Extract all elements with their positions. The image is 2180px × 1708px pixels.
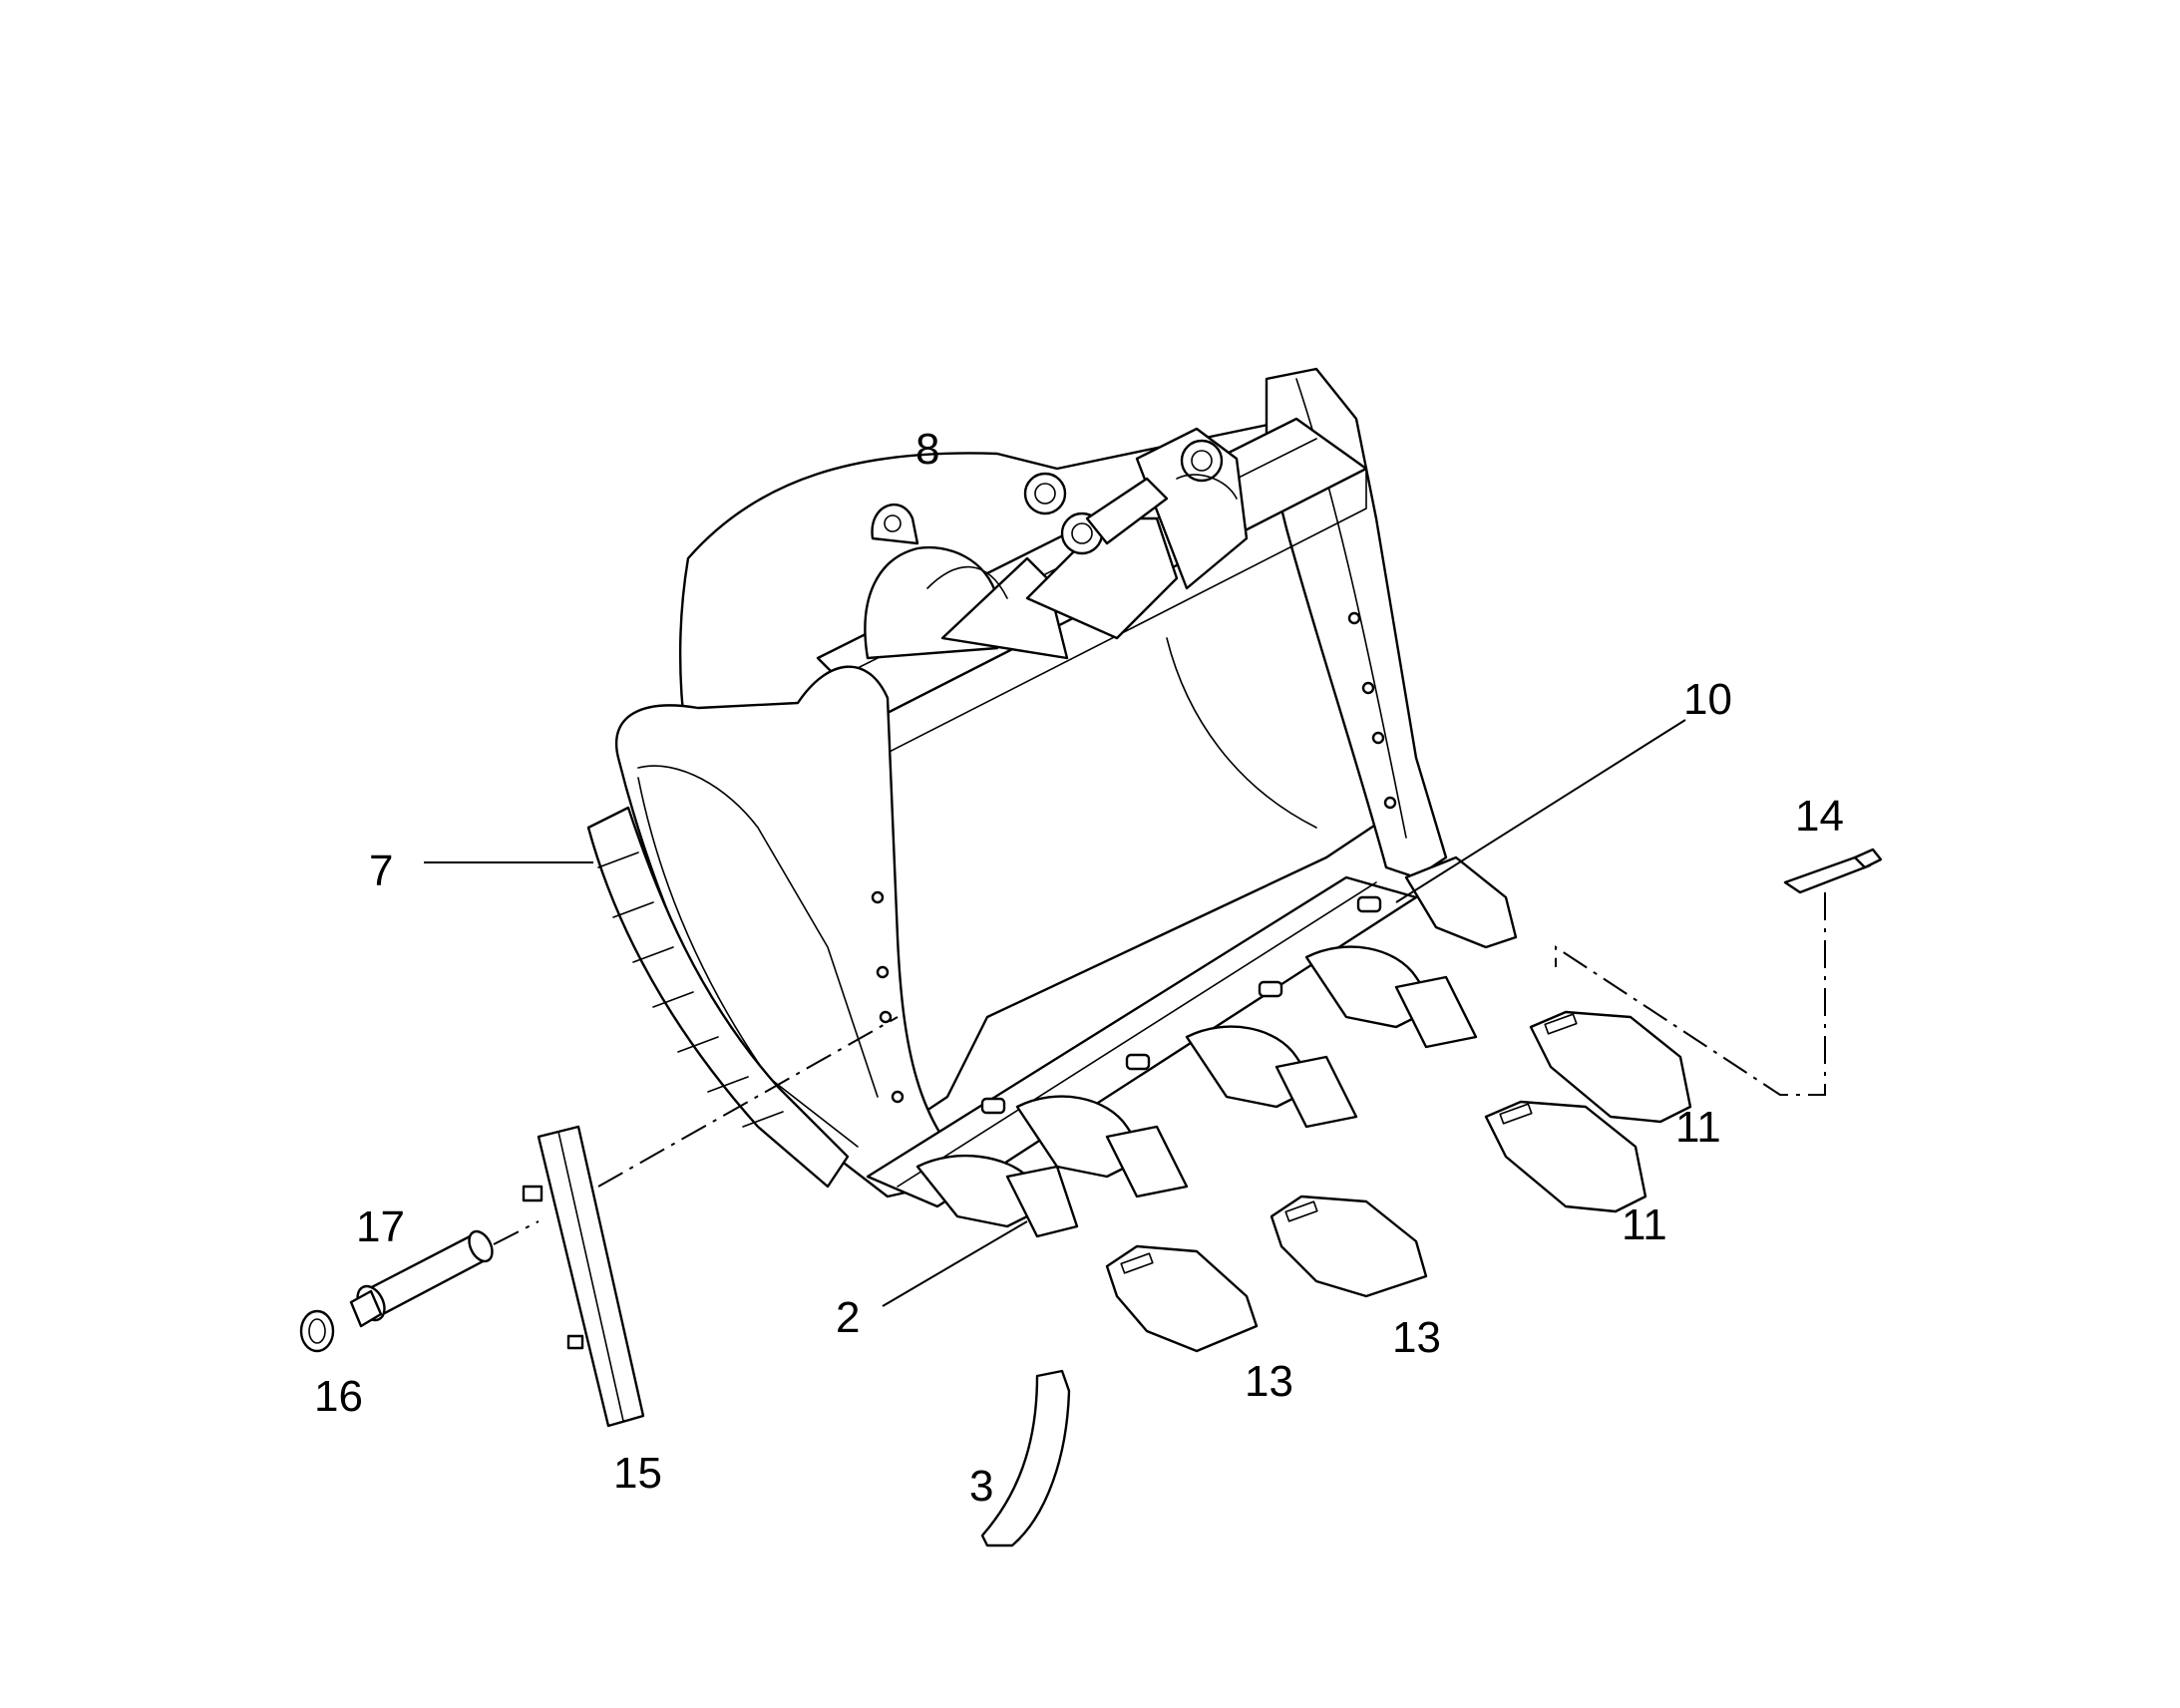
callout-8: 8 bbox=[915, 425, 939, 474]
tooth-part-11b bbox=[1529, 1010, 1692, 1124]
callout-17: 17 bbox=[356, 1202, 405, 1251]
callout-7: 7 bbox=[369, 847, 393, 895]
callout-11a: 11 bbox=[1675, 1103, 1721, 1152]
callout-14: 14 bbox=[1795, 792, 1844, 841]
ring-part-16 bbox=[299, 1309, 335, 1353]
callout-13a: 13 bbox=[1245, 1357, 1293, 1406]
tooth-part-13a bbox=[1105, 1244, 1259, 1353]
bucket-drawing bbox=[586, 367, 1518, 1238]
tooth-part-11a bbox=[1484, 1100, 1647, 1213]
callout-11b: 11 bbox=[1622, 1200, 1667, 1249]
pin-part-17 bbox=[349, 1229, 494, 1328]
callout-15: 15 bbox=[613, 1449, 662, 1498]
lock-part-14 bbox=[1783, 848, 1883, 894]
callout-10: 10 bbox=[1683, 675, 1732, 724]
callout-3: 3 bbox=[969, 1462, 993, 1511]
side-cutter-part bbox=[980, 1369, 1071, 1547]
callout-16: 16 bbox=[314, 1372, 363, 1421]
callout-13b: 13 bbox=[1392, 1313, 1441, 1362]
callout-2: 2 bbox=[836, 1293, 860, 1342]
tooth-part-13b bbox=[1270, 1195, 1428, 1298]
